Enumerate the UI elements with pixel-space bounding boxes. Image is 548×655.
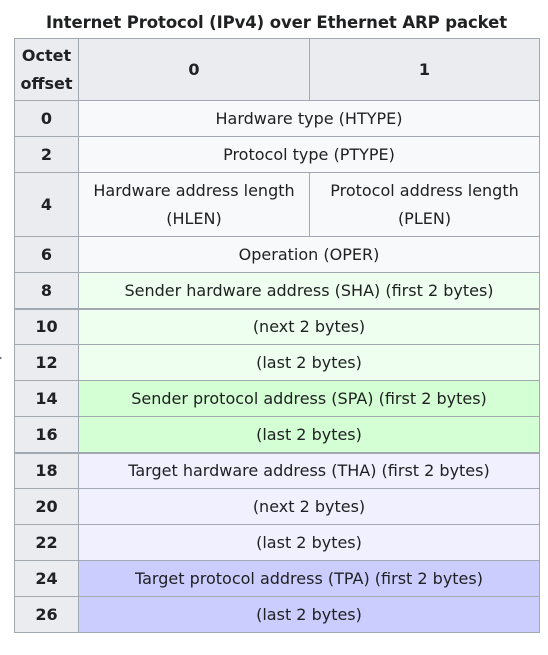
column-header-1: 1: [309, 38, 540, 101]
offset-cell: 2: [14, 136, 79, 173]
offset-cell: 10: [14, 307, 79, 345]
offset-cell: 14: [14, 380, 79, 417]
offset-cell: 0: [14, 100, 79, 137]
table-row: 0 Hardware type (HTYPE): [14, 100, 540, 137]
offset-cell: 16: [14, 416, 79, 453]
table-row: 6 Operation (OPER): [14, 236, 540, 273]
table-row: 12 (last 2 bytes): [14, 344, 540, 381]
field-cell: (next 2 bytes): [78, 488, 540, 525]
field-cell-hlen: Hardware address length (HLEN): [78, 172, 310, 237]
octet-offset-header: Octet offset: [14, 38, 79, 101]
field-cell: Target hardware address (THA) (first 2 b…: [78, 451, 540, 489]
offset-cell: 22: [14, 524, 79, 561]
table-row: 20 (next 2 bytes): [14, 488, 540, 525]
offset-cell: 12: [14, 344, 79, 381]
offset-cell: 4: [14, 172, 79, 237]
field-cell: Hardware type (HTYPE): [78, 100, 540, 137]
field-cell-plen: Protocol address length (PLEN): [309, 172, 540, 237]
field-cell: (next 2 bytes): [78, 307, 540, 345]
field-cell: Operation (OPER): [78, 236, 540, 273]
offset-cell: 20: [14, 488, 79, 525]
field-cell: Sender protocol address (SPA) (first 2 b…: [78, 380, 540, 417]
table-caption: Internet Protocol (IPv4) over Ethernet A…: [46, 13, 507, 32]
edge-mark-icon: ‣: [0, 352, 4, 365]
offset-cell: 8: [14, 272, 79, 309]
field-cell: (last 2 bytes): [78, 524, 540, 561]
table-row: 26 (last 2 bytes): [14, 596, 540, 633]
table-row: 4 Hardware address length (HLEN) Protoco…: [14, 172, 540, 237]
field-cell: Sender hardware address (SHA) (first 2 b…: [78, 272, 540, 309]
table-row: 2 Protocol type (PTYPE): [14, 136, 540, 173]
offset-cell: 26: [14, 596, 79, 633]
table-row: 16 (last 2 bytes): [14, 416, 540, 453]
table-row: 22 (last 2 bytes): [14, 524, 540, 561]
column-header-0: 0: [78, 38, 310, 101]
field-cell: Target protocol address (TPA) (first 2 b…: [78, 560, 540, 597]
field-cell: (last 2 bytes): [78, 344, 540, 381]
arp-packet-table: Octet offset 0 1 0 Hardware type (HTYPE)…: [14, 38, 540, 633]
table-row: 10 (next 2 bytes): [14, 307, 540, 345]
table-row: 24 Target protocol address (TPA) (first …: [14, 560, 540, 597]
table-row: 18 Target hardware address (THA) (first …: [14, 451, 540, 489]
table-row: 8 Sender hardware address (SHA) (first 2…: [14, 272, 540, 309]
field-cell: Protocol type (PTYPE): [78, 136, 540, 173]
table-row: 14 Sender protocol address (SPA) (first …: [14, 380, 540, 417]
offset-cell: 6: [14, 236, 79, 273]
field-cell: (last 2 bytes): [78, 416, 540, 453]
offset-cell: 18: [14, 451, 79, 489]
offset-cell: 24: [14, 560, 79, 597]
header-row: Octet offset 0 1: [14, 38, 540, 101]
field-cell: (last 2 bytes): [78, 596, 540, 633]
